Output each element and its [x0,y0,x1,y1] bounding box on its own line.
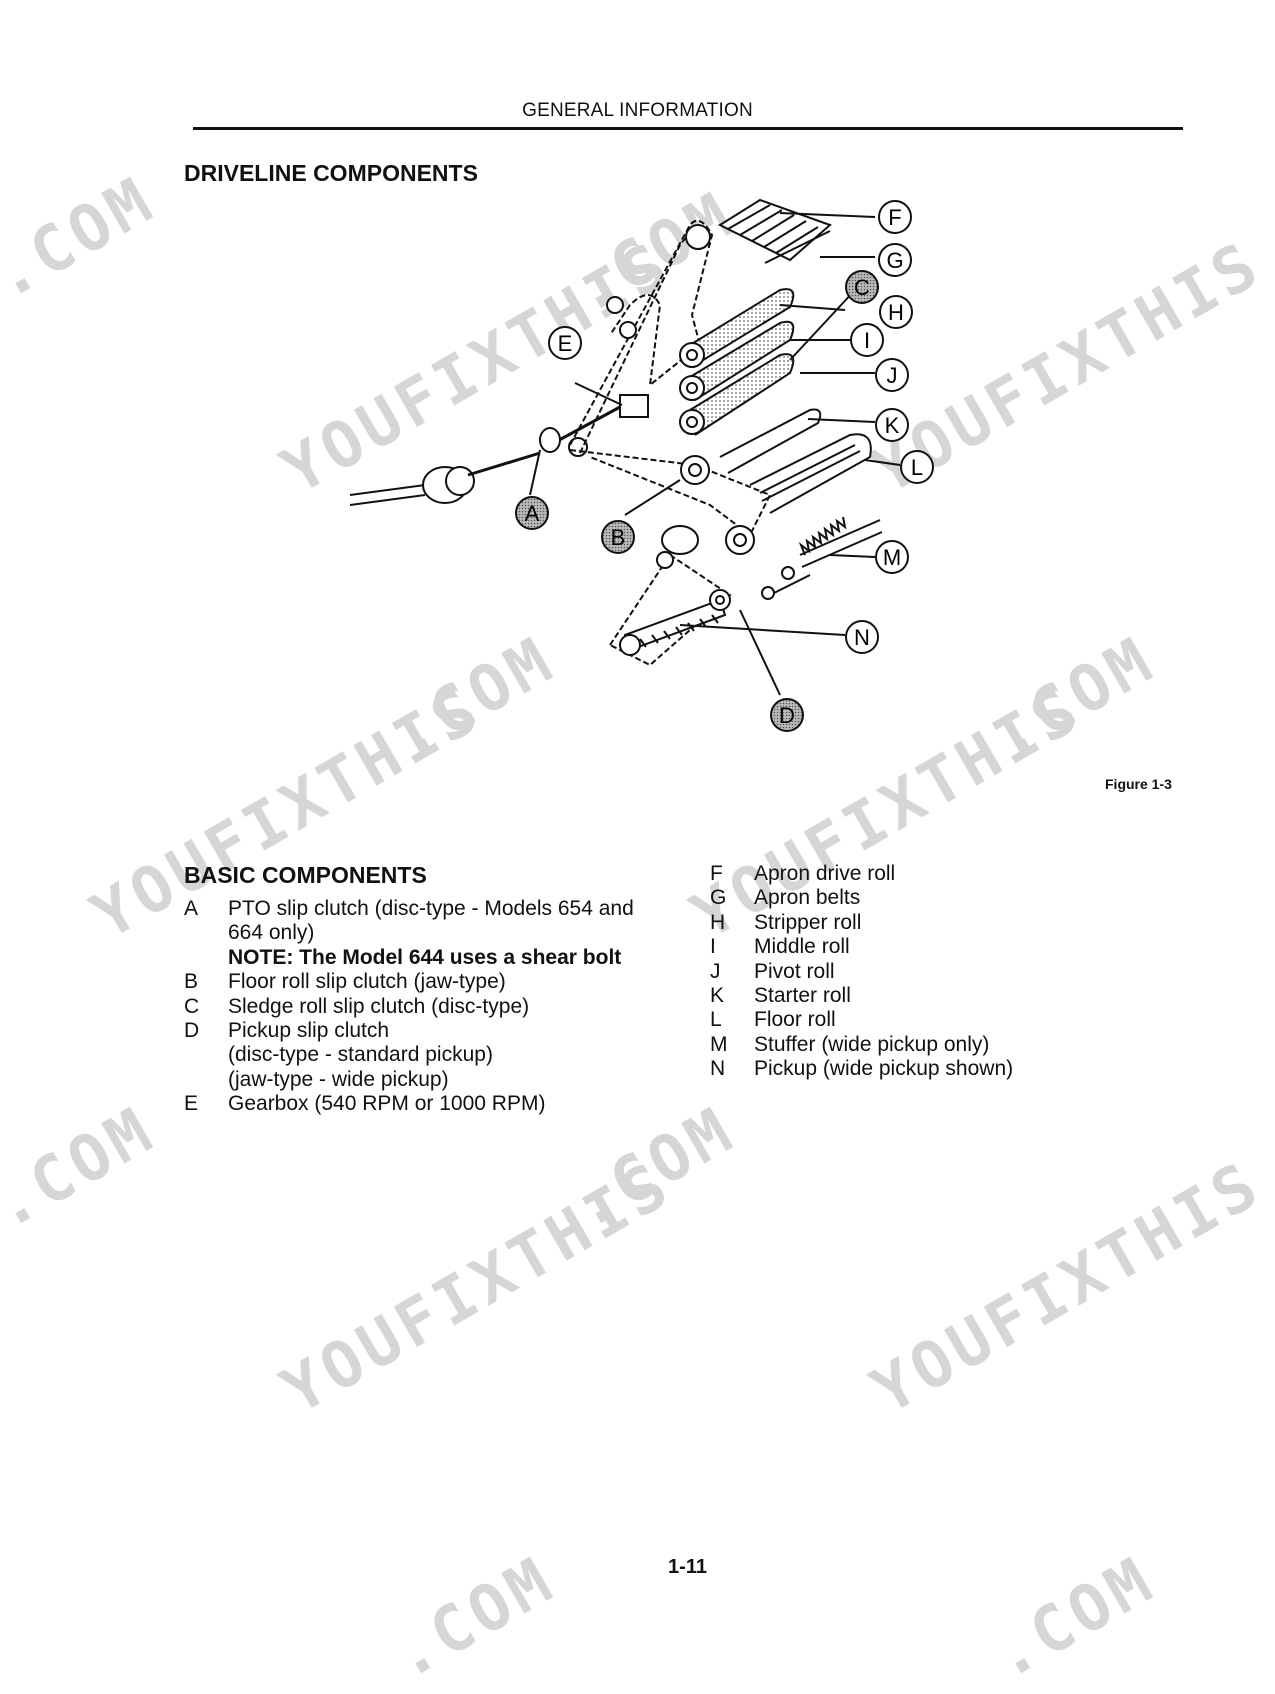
svg-text:M: M [883,545,901,570]
callout-d: D [770,698,804,732]
item-text: Stripper roll [754,910,862,934]
item-text: Pivot roll [754,959,835,983]
note-text: NOTE: The Model 644 uses a shear bolt [228,945,622,969]
list-item: G Apron belts [710,886,1130,910]
item-text: (disc-type - standard pickup) [228,1043,493,1067]
list-item: A PTO slip clutch (disc-type - Models 65… [184,897,674,970]
item-key: F [710,862,723,885]
item-text: Middle roll [754,935,850,959]
svg-text:A: A [525,501,540,526]
callout-g: G [878,243,912,277]
svg-text:G: G [886,248,903,273]
callout-b: B [601,520,635,554]
callout-n: N [845,620,879,654]
item-text: 664 only) [228,921,315,945]
item-key: H [710,910,726,934]
list-item: J Pivot roll [710,960,1130,984]
item-text: Stuffer (wide pickup only) [754,1032,990,1056]
callout-i: I [850,323,884,357]
item-key: K [710,984,725,1008]
svg-text:F: F [888,205,901,230]
callout-f: F [878,200,912,234]
item-text: Starter roll [754,984,851,1008]
basic-components-title: BASIC COMPONENTS [184,862,427,888]
list-item: D Pickup slip clutch (disc-type - standa… [184,1019,674,1092]
item-key: N [710,1057,726,1081]
svg-text:N: N [854,625,870,650]
item-key: E [184,1092,199,1116]
callout-e: E [548,326,582,360]
item-key: L [710,1008,722,1032]
watermark: YOUFIXTHIS [270,1147,684,1430]
callout-c: C [845,270,879,304]
list-item: F Apron drive roll [710,862,1130,886]
driveline-diagram: F G C H I J K L [350,198,934,732]
item-text: PTO slip clutch (disc-type - Models 654 … [228,897,634,920]
svg-text:E: E [558,331,573,356]
watermark: .COM [0,162,168,315]
item-key: A [184,897,199,920]
item-text: Pickup (wide pickup shown) [754,1057,1014,1081]
list-item: I Middle roll [710,935,1130,959]
section-title: DRIVELINE COMPONENTS [184,160,478,186]
list-item: E Gearbox (540 RPM or 1000 RPM) [184,1092,674,1116]
item-key: C [184,994,200,1018]
callout-m: M [875,540,909,574]
page-number: 1-11 [668,1556,707,1578]
header-rule [193,127,1183,130]
svg-text:K: K [885,413,900,438]
item-key: G [710,886,727,910]
component-list-left: A PTO slip clutch (disc-type - Models 65… [184,897,674,1117]
callout-j: J [875,358,909,392]
item-key: M [710,1032,728,1056]
item-text: Floor roll [754,1008,836,1032]
callout-l: L [900,450,934,484]
list-item: B Floor roll slip clutch (jaw-type) [184,970,674,994]
callout-k: K [875,408,909,442]
item-key: B [184,970,199,994]
svg-text:L: L [911,455,923,480]
list-item: M Stuffer (wide pickup only) [710,1033,1130,1057]
item-key: I [710,935,716,959]
item-text: Gearbox (540 RPM or 1000 RPM) [228,1092,546,1116]
watermark: .COM [0,1092,168,1245]
item-text: Apron belts [754,886,861,910]
list-item: H Stripper roll [710,911,1130,935]
item-text: Pickup slip clutch [228,1019,390,1043]
item-text: Floor roll slip clutch (jaw-type) [228,970,506,994]
svg-text:I: I [864,328,870,353]
svg-text:D: D [779,703,795,728]
svg-text:H: H [888,300,904,325]
list-item: N Pickup (wide pickup shown) [710,1057,1130,1081]
list-item: C Sledge roll slip clutch (disc-type) [184,995,674,1019]
watermark: YOUFIXTHIS [860,1147,1274,1430]
list-item: L Floor roll [710,1008,1130,1032]
list-item: K Starter roll [710,984,1130,1008]
running-header: GENERAL INFORMATION [522,100,753,121]
item-key: D [184,1019,200,1043]
item-text: (jaw-type - wide pickup) [228,1067,449,1091]
item-text: Apron drive roll [754,862,896,885]
callout-h: H [879,295,913,329]
callout-a: A [515,496,549,530]
svg-text:B: B [611,525,626,550]
svg-text:J: J [887,363,898,388]
svg-text:C: C [854,275,870,300]
component-list-right: F Apron drive roll G Apron belts H Stripper… [710,862,1130,1082]
item-key: J [710,959,721,983]
figure-caption: Figure 1-3 [1105,776,1172,792]
item-text: Sledge roll slip clutch (disc-type) [228,994,530,1018]
